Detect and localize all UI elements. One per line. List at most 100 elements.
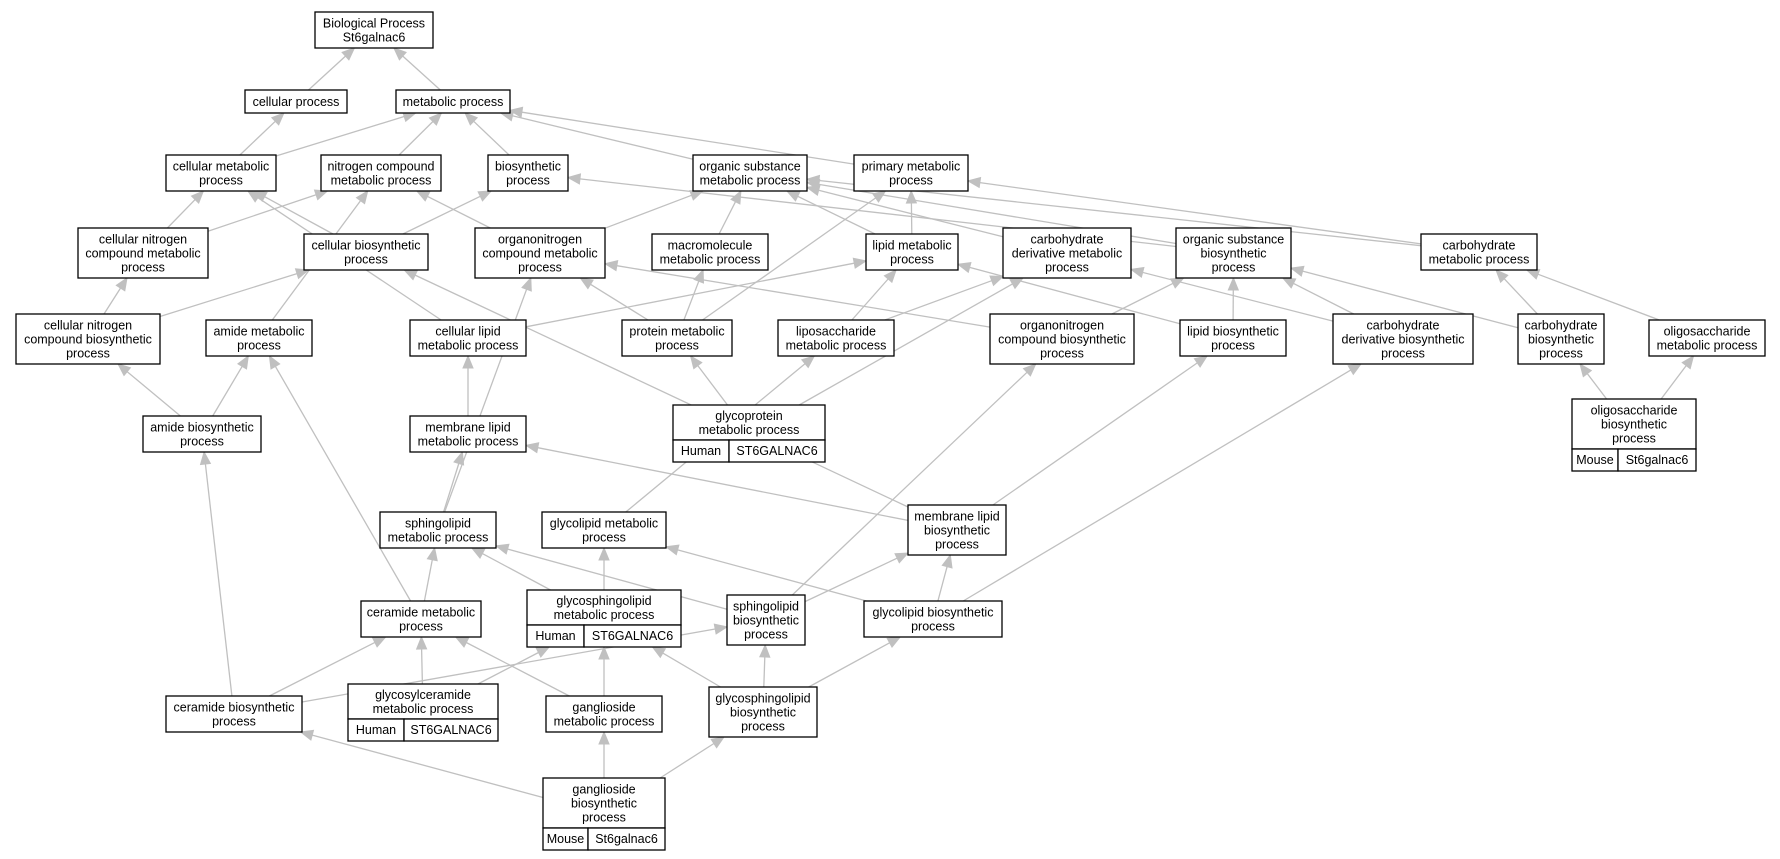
node-box (165, 154, 277, 192)
node-label: biosynthetic (1528, 333, 1594, 347)
arrowhead (508, 106, 524, 119)
node-label: nitrogen compound (327, 160, 434, 174)
edge-organic_substance_metabolic-to-metabolic_process (499, 110, 694, 160)
edge-metabolic_process-to-root (392, 47, 441, 91)
node-label: organonitrogen (498, 233, 582, 247)
node-label: lipid metabolic (872, 239, 951, 253)
arrowhead (566, 173, 582, 185)
arrowhead (1495, 269, 1509, 284)
node-label: process (121, 261, 165, 275)
gene-label: ST6GALNAC6 (592, 629, 673, 643)
node-box (320, 154, 442, 192)
node-label: sphingolipid (405, 517, 471, 531)
node-box (379, 511, 497, 549)
arrowhead (805, 174, 821, 187)
arrowhead (1681, 354, 1695, 370)
arrowhead (1022, 363, 1037, 377)
arrowhead (299, 729, 315, 741)
node-label: process (582, 531, 626, 545)
edge-carbohydrate_biosynthetic-to-organic_substance_biosynthetic (1289, 265, 1519, 329)
arrowhead (462, 354, 474, 369)
edge-liposaccharide_metabolic-to-lipid_metabolic (851, 269, 897, 321)
edge-lipid_metabolic-to-organic_substance_metabolic (785, 190, 876, 235)
node-label: process (399, 620, 443, 634)
arrowhead (355, 189, 369, 205)
edge-amide_biosynthetic-to-amide_metabolic (212, 354, 249, 417)
node-metabolic-process[interactable]: metabolic process (395, 89, 511, 114)
node-box (853, 154, 969, 192)
node-label: metabolic process (554, 715, 655, 729)
arrowhead (883, 269, 897, 284)
edge-nitrogen_compound_metabolic-to-metabolic_process (398, 112, 443, 156)
edge-ceramide_biosynthetic-to-amide_biosynthetic (199, 450, 233, 697)
edge-cellular_biosynthetic-to-biosynthetic (402, 190, 493, 235)
species-label: Mouse (1576, 453, 1614, 467)
node-label: compound biosynthetic (24, 333, 152, 347)
node-box (474, 227, 606, 279)
node-label: amide metabolic (213, 325, 304, 339)
arrowhead (1281, 277, 1297, 289)
node-label: process (582, 811, 626, 825)
node-label: process (1212, 261, 1256, 275)
node-label: process (237, 339, 281, 353)
node-label: protein metabolic (629, 325, 724, 339)
node-label: cellular lipid (435, 325, 500, 339)
arrowhead (598, 730, 610, 745)
node-label: liposaccharide (796, 325, 876, 339)
node-cellular-process[interactable]: cellular process (244, 89, 348, 114)
node-label: ceramide biosynthetic (174, 701, 295, 715)
arrowhead (464, 112, 479, 126)
node-box (726, 594, 806, 646)
edge-organonitrogen_compound_biosynthetic-to-organonitrogen_compound_metabolic (603, 260, 991, 328)
arrowhead (1193, 355, 1209, 368)
node-label: cellular nitrogen (99, 233, 187, 247)
arrowhead (759, 643, 771, 658)
arrowhead (941, 553, 953, 569)
arrowhead (1525, 269, 1541, 280)
arrowhead (428, 112, 443, 126)
node-label: metabolic process (699, 423, 800, 437)
edge-protein_metabolic-to-primary_metabolic (702, 190, 887, 321)
